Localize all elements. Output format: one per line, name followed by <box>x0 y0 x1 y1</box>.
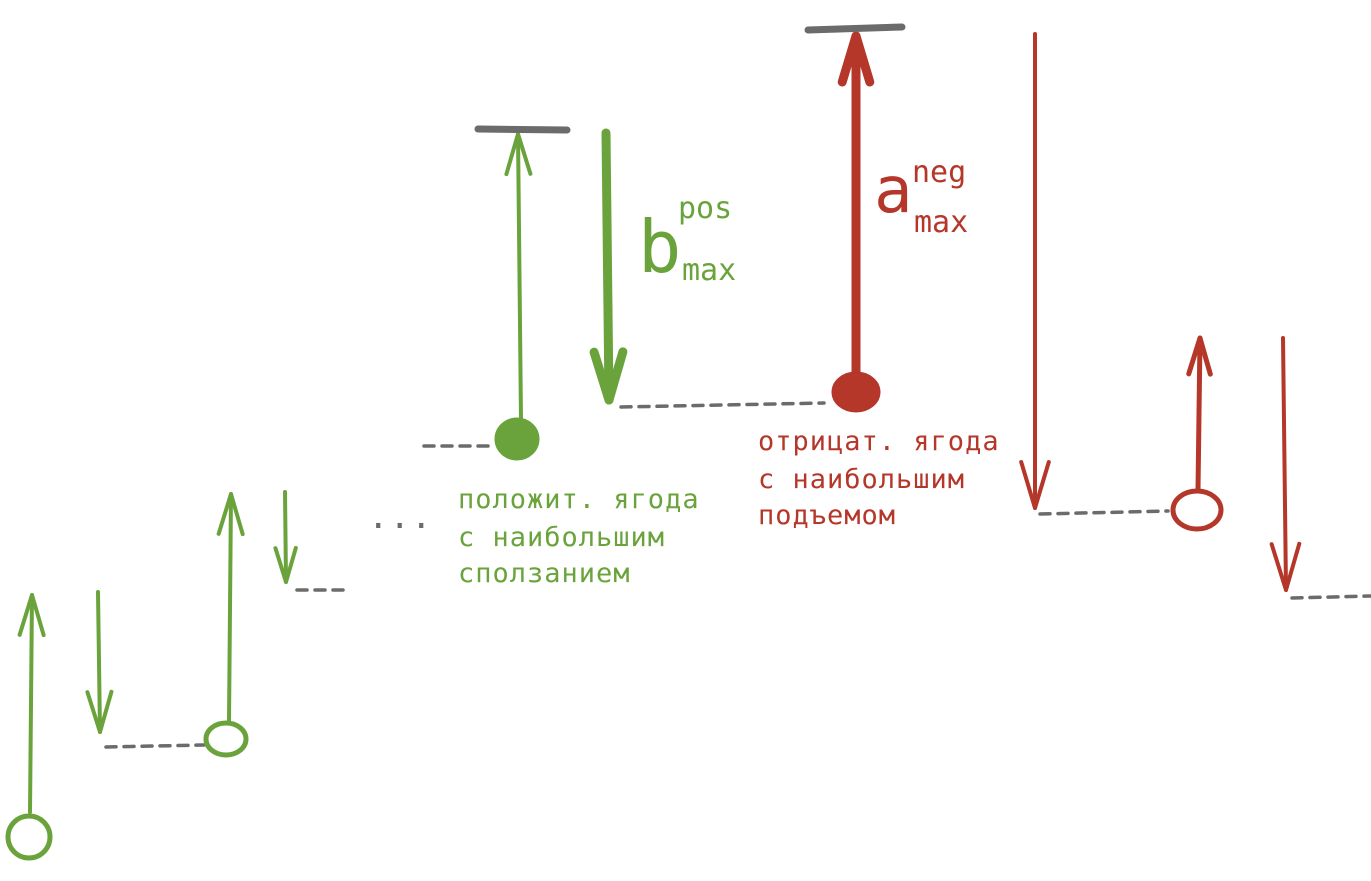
arrow-up-2-head <box>216 492 245 537</box>
label-a-sup: neg <box>912 155 966 190</box>
berry-red-filled <box>831 371 881 413</box>
arrow-down-2-shaft <box>283 490 288 584</box>
arrow-up-2-shaft <box>227 492 233 724</box>
arrow-up-1 <box>17 593 46 814</box>
berry-red-open <box>1170 488 1224 532</box>
arrow-down-red-2 <box>1269 336 1302 592</box>
dashed-level-1 <box>104 743 206 749</box>
arrow-down-red-1-head <box>1019 460 1051 510</box>
arrow-down-red-2-shaft <box>1281 336 1288 592</box>
dashed-levels-layer <box>104 401 1371 749</box>
berries-layer <box>5 371 1224 861</box>
arrow-up-pos-max-shaft <box>516 132 523 422</box>
arrow-up-1-shaft <box>28 593 34 814</box>
arrow-down-1 <box>85 590 114 734</box>
berry-green-open-1 <box>5 813 53 861</box>
caption-negative-line-2: с наибольшим <box>758 464 965 495</box>
caption-positive-line-3: сползанием <box>458 558 631 589</box>
top-cap-negative <box>804 23 906 34</box>
top-caps-layer <box>474 23 906 134</box>
arrows-layer <box>17 31 1302 814</box>
arrow-down-b-max-shaft <box>601 128 614 405</box>
caption-negative-line-1: отрицат. ягода <box>758 426 1000 457</box>
label-b-max-pos: b pos max <box>638 191 736 289</box>
arrow-down-2-head <box>273 545 298 584</box>
arrow-up-pos-max <box>504 132 533 422</box>
arrow-up-2 <box>216 492 245 724</box>
berry-green-open-2 <box>203 720 249 758</box>
arrow-up-1-head <box>17 593 46 638</box>
label-a-base: a <box>874 154 913 228</box>
caption-negative-line-3: подъемом <box>758 500 896 531</box>
arrow-down-b-max-head <box>589 347 628 405</box>
label-b-sup: pos <box>678 191 732 226</box>
arrow-down-1-shaft <box>96 590 102 734</box>
arrow-down-red-1 <box>1019 32 1051 510</box>
dashed-level-4 <box>619 401 826 409</box>
arrow-down-2 <box>273 490 298 584</box>
label-b-sub: max <box>682 253 736 288</box>
caption-positive-line-1: положит. ягода <box>458 484 700 515</box>
berry-green-filled <box>494 417 540 461</box>
arrow-up-pos-max-head <box>504 132 533 177</box>
arrow-up-a-max <box>837 31 875 382</box>
top-cap-positive <box>474 125 571 134</box>
arrow-down-1-head <box>85 689 114 734</box>
label-a-sub: max <box>914 205 968 240</box>
caption-positive-line-2: с наибольшим <box>458 522 665 553</box>
ellipsis: ... <box>368 497 432 537</box>
label-a-max-neg: a neg max <box>874 154 968 240</box>
dashed-level-5 <box>1038 509 1170 516</box>
dashed-level-6 <box>1290 594 1371 600</box>
caption-negative-berry: отрицат. ягода с наибольшим подъемом <box>758 426 1000 531</box>
arrow-down-b-max <box>589 128 628 405</box>
caption-positive-berry: положит. ягода с наибольшим сползанием <box>458 484 700 589</box>
arrow-up-a-max-head <box>837 31 875 87</box>
arrow-up-red-2-shaft <box>1195 335 1203 493</box>
arrow-up-red-2-head <box>1186 335 1213 377</box>
arrow-up-red-2 <box>1186 335 1213 493</box>
label-b-base: b <box>638 205 681 289</box>
arrow-down-red-2-head <box>1269 541 1302 592</box>
